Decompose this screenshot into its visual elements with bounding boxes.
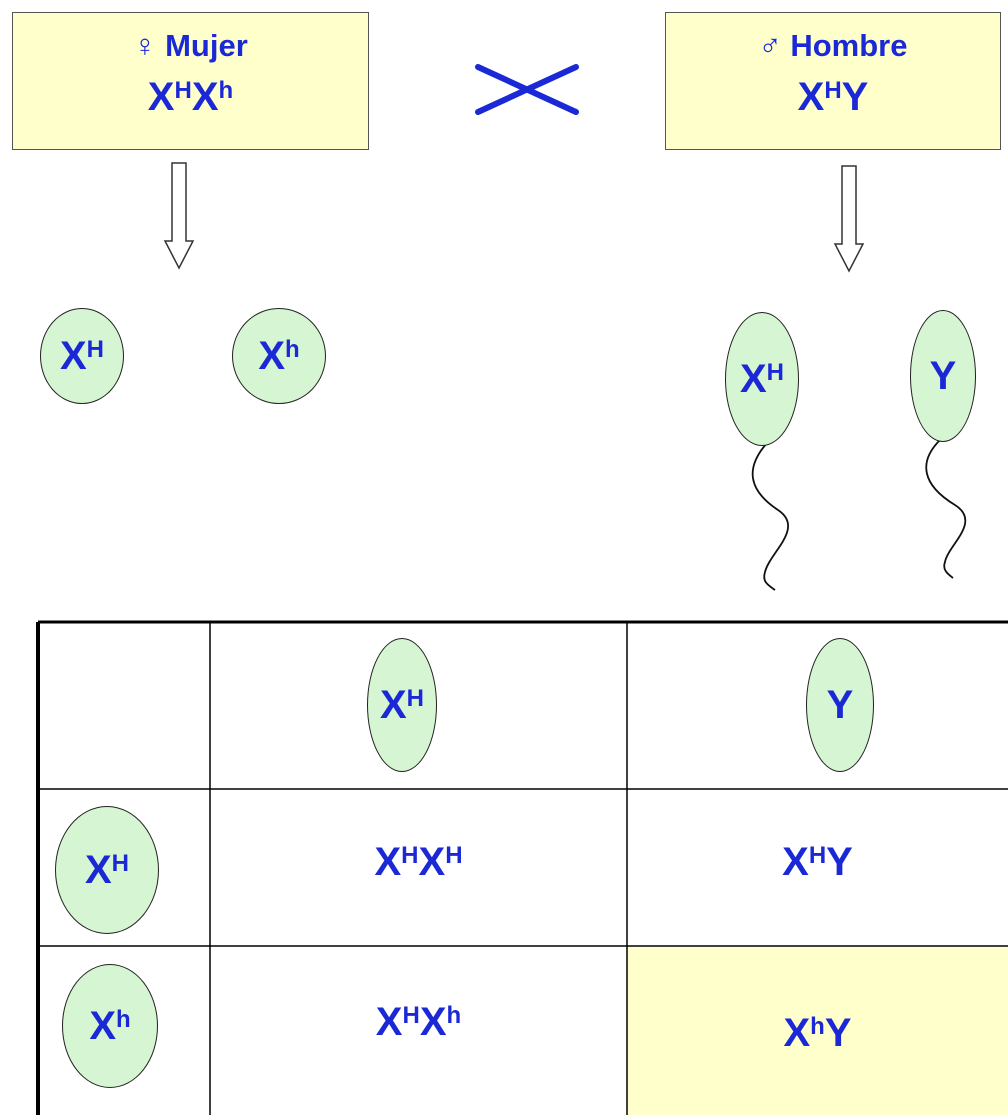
punnett-grid (36, 620, 1008, 1115)
egg-xh-upper-label: XH (60, 336, 104, 376)
allele-base: Y (826, 840, 853, 884)
allele-superscript: h (218, 77, 234, 104)
sperm-y: Y (910, 310, 976, 442)
sperm-xh-label: XH (740, 359, 784, 399)
allele-superscript: H (824, 77, 842, 104)
allele-base: X (797, 75, 825, 119)
allele-superscript: h (810, 1013, 825, 1040)
allele-0: XH (376, 1000, 420, 1044)
allele-superscript: H (174, 77, 192, 104)
allele-base: X (258, 334, 285, 378)
allele-base: Y (824, 1011, 852, 1055)
cell-r1-c0: XHXh (210, 1002, 627, 1042)
female-down-arrow (163, 162, 195, 270)
allele-superscript: H (402, 1002, 420, 1029)
male-label: Hombre (790, 28, 908, 63)
allele-superscript: H (766, 359, 785, 386)
male-down-arrow (833, 165, 865, 273)
allele-base: X (147, 75, 175, 119)
allele-superscript: H (111, 850, 130, 877)
gamete-allele: XH (740, 357, 784, 401)
row-label-xh-upper-text: XH (85, 850, 129, 890)
cell-r0-c0: XHXH (210, 842, 627, 882)
allele-base: X (782, 840, 809, 884)
sperm-y-label: Y (930, 356, 957, 396)
gamete-allele: Xh (258, 334, 299, 378)
allele-superscript: H (808, 842, 827, 869)
gamete-allele: Y (827, 683, 854, 727)
header-col-xh: XH (367, 638, 437, 772)
allele-base: X (739, 357, 767, 401)
gamete-allele: XH (85, 848, 129, 892)
cell-r1-c1: XhY (627, 1013, 1008, 1053)
sperm-tail-y (925, 439, 967, 579)
allele-superscript: H (86, 336, 105, 363)
allele-base: X (379, 683, 407, 727)
cross-symbol (475, 64, 579, 115)
allele-1: Y (842, 75, 869, 119)
allele-0: XH (782, 840, 826, 884)
gamete-allele: Xh (89, 1004, 130, 1048)
allele-base: X (84, 848, 112, 892)
allele-base: X (59, 334, 87, 378)
row-label-xh-upper: XH (55, 806, 159, 934)
allele-superscript: H (445, 842, 463, 869)
allele-base: X (418, 840, 446, 884)
allele-base: X (783, 1011, 811, 1055)
allele-base: X (191, 75, 219, 119)
allele-superscript: h (285, 336, 300, 363)
allele-base: X (89, 1004, 116, 1048)
cell-r0-c1: XHY (627, 842, 1008, 882)
egg-xh-lower: Xh (232, 308, 326, 404)
female-label: Mujer (165, 28, 248, 63)
row-label-xh-lower: Xh (62, 964, 158, 1088)
male-symbol: ♂ (758, 28, 782, 63)
female-symbol: ♀ (133, 28, 157, 63)
allele-1: Xh (420, 1000, 461, 1044)
allele-base: X (374, 840, 402, 884)
highlighted-cell (628, 947, 1008, 1115)
allele-0: XH (374, 840, 418, 884)
header-col-xh-label: XH (380, 685, 424, 725)
row-label-xh-lower-text: Xh (89, 1006, 130, 1046)
sperm-xh: XH (725, 312, 799, 446)
header-col-y: Y (806, 638, 874, 772)
gamete-allele: Y (930, 354, 957, 398)
gamete-allele: XH (380, 683, 424, 727)
allele-base: X (375, 1000, 403, 1044)
male-genotype: XHY (666, 77, 1000, 117)
allele-base: X (419, 1000, 447, 1044)
allele-1: Y (825, 1011, 852, 1055)
allele-superscript: H (406, 685, 425, 712)
header-col-y-label: Y (827, 685, 854, 725)
allele-superscript: h (116, 1006, 131, 1033)
allele-1: Xh (192, 75, 233, 119)
allele-0: XH (148, 75, 192, 119)
sperm-tail-xh (751, 442, 789, 591)
gamete-allele: XH (60, 334, 104, 378)
allele-1: Y (826, 840, 853, 884)
allele-superscript: H (401, 842, 419, 869)
allele-base: Y (826, 683, 854, 727)
allele-0: XH (798, 75, 842, 119)
female-genotype: XHXh (13, 77, 368, 117)
allele-base: Y (841, 75, 869, 119)
allele-base: Y (929, 354, 957, 398)
allele-superscript: h (446, 1002, 462, 1029)
allele-1: XH (419, 840, 463, 884)
female-parent-box: ♀ Mujer XHXh (12, 12, 369, 150)
egg-xh-upper: XH (40, 308, 124, 404)
male-parent-box: ♂ Hombre XHY (665, 12, 1001, 150)
egg-xh-lower-label: Xh (258, 336, 299, 376)
allele-0: Xh (783, 1011, 824, 1055)
